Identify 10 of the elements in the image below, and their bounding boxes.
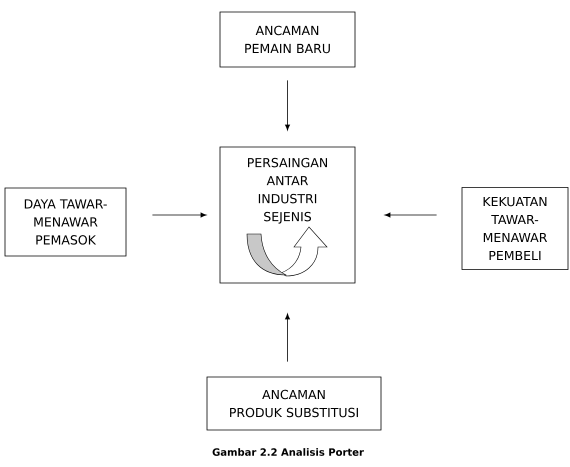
arrow bbox=[152, 212, 206, 218]
text-box: ANCAMAN PEMAIN BARU bbox=[220, 12, 356, 68]
text-box: PERSAINGAN ANTAR INDUSTRI SEJENIS bbox=[220, 146, 356, 284]
text-box: DAYA TAWAR- MENAWAR PEMASOK bbox=[4, 188, 126, 256]
caption: Gambar 2.2 Analisis Porter bbox=[212, 448, 364, 456]
arrow bbox=[285, 314, 290, 362]
text-box: KEKUATAN TAWAR- MENAWAR PEMBELI bbox=[462, 187, 568, 270]
text-box: ANCAMAN PRODUK SUBSTITUSI bbox=[206, 376, 382, 430]
arrow bbox=[285, 80, 290, 130]
arrow bbox=[384, 212, 437, 218]
